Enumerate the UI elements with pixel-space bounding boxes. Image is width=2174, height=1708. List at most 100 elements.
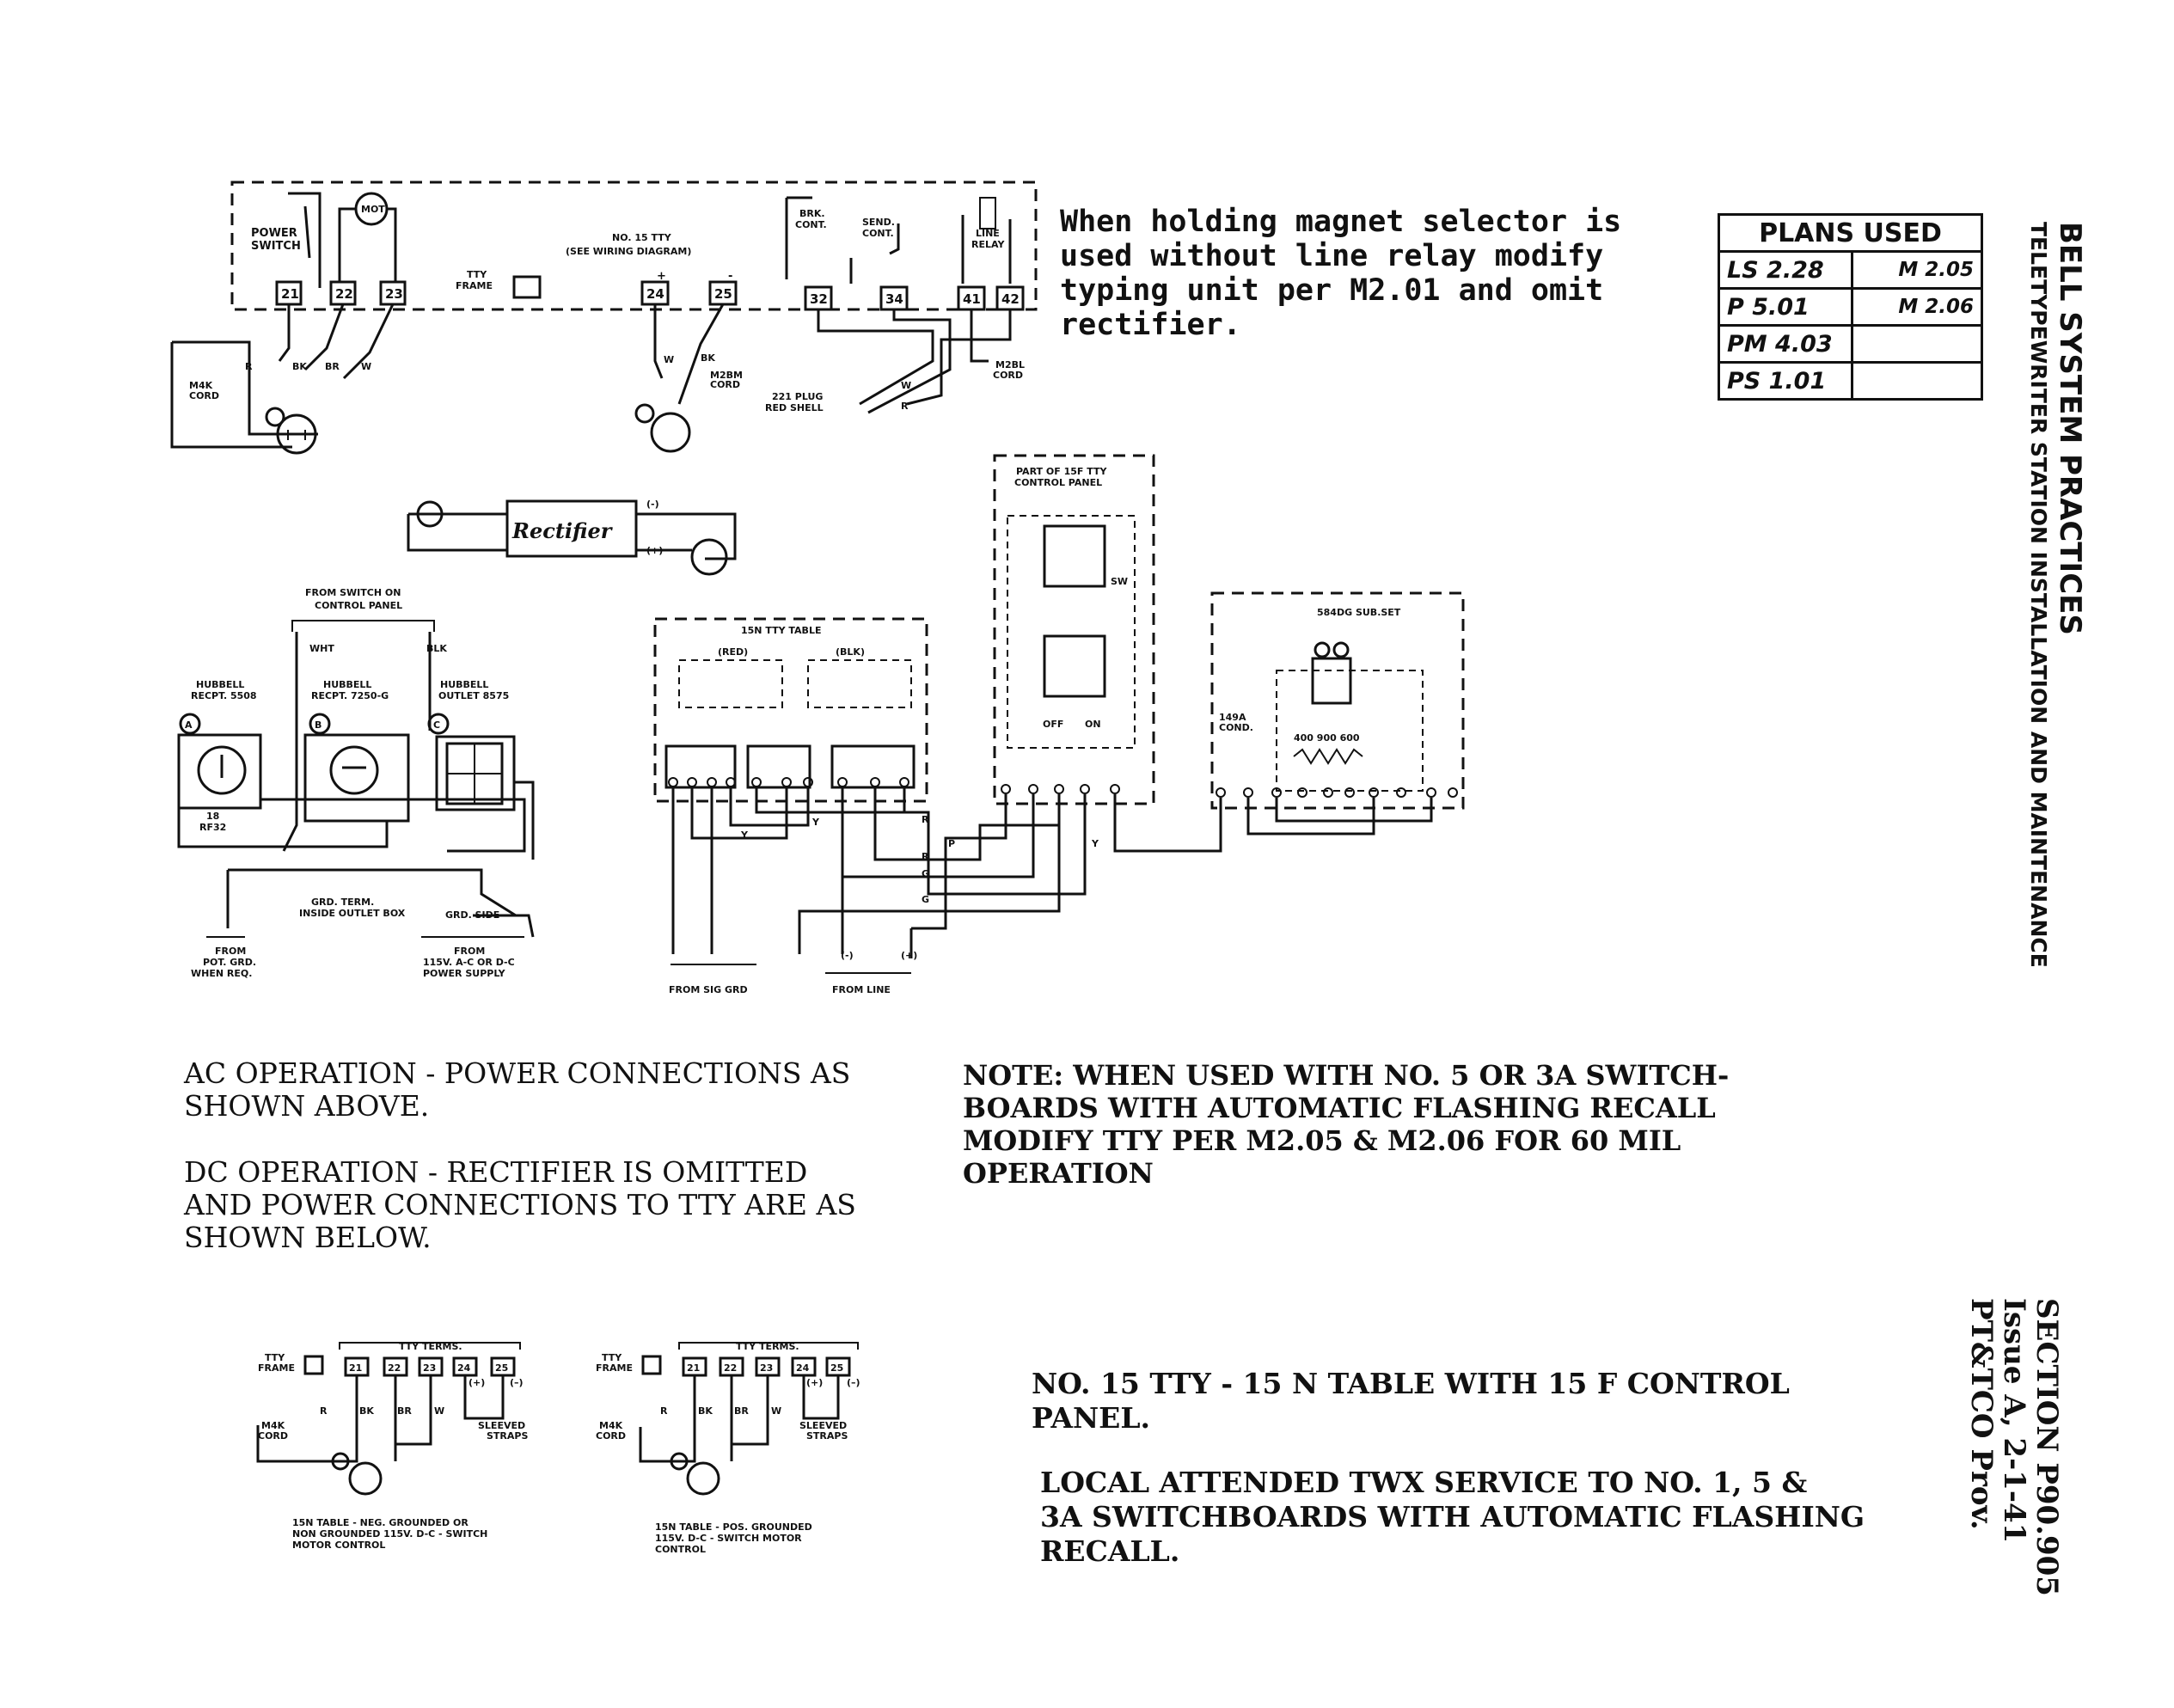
plug-221-label: 221 PLUG RED SHELL (765, 391, 826, 413)
svg-text:(–): (–) (510, 1377, 524, 1388)
wire-g-1: G (922, 868, 929, 879)
terminal-24-plus: + (657, 270, 666, 283)
tty-wiring-diagram: POWER SWITCH MOT 21 22 23 TTY FRAME NO. … (170, 181, 1038, 576)
dc1-plug (348, 1461, 383, 1496)
on-label: ON (1085, 719, 1101, 730)
wire-w-plug-label: W (901, 380, 911, 391)
dc1-terminal-25: 25 (495, 1362, 508, 1374)
dc-operation-note: DC OPERATION - RECTIFIER IS OMITTED AND … (184, 1155, 856, 1254)
no15-tty-note: NO. 15 TTY - 15 N TABLE WITH 15 F CONTRO… (1032, 1367, 1790, 1435)
line-relay-coil (979, 197, 996, 230)
power-switch-label: POWER SWITCH (251, 227, 301, 253)
dc2-m4k-cord: M4K CORD (596, 1420, 626, 1442)
rectifier-minus: (-) (646, 499, 659, 510)
dc1-m4k-cord: M4K CORD (258, 1420, 288, 1442)
terminal-24: 24 (646, 286, 664, 302)
outlet-e-marker (634, 403, 655, 424)
m2bl-cord-label: M2BL CORD (993, 359, 1028, 381)
plan-cell: M 2.05 (1851, 250, 1983, 290)
svg-text:(–): (–) (847, 1377, 860, 1388)
plan-cell: P 5.01 (1718, 287, 1853, 327)
plan-cell (1851, 361, 1983, 401)
blk-key-label: (BLK) (836, 646, 865, 658)
dc1-terminal-21: 21 (349, 1362, 362, 1374)
terminal-23: 23 (385, 286, 403, 302)
table-terminals (668, 777, 909, 787)
from-sig-grd-label: FROM SIG GRD (669, 984, 748, 995)
resistor-values: 400 900 600 (1294, 732, 1360, 744)
rectifier-label: Rectifier (511, 518, 614, 543)
hubbell-c-label: HUBBELL OUTLET 8575 (438, 679, 509, 701)
publisher-title: BELL SYSTEM PRACTICES (2053, 222, 2087, 635)
outlet-b-frame (303, 733, 410, 823)
tty-reference-label: NO. 15 TTY (612, 232, 672, 243)
send-cont-label: SEND. CONT. (862, 217, 898, 239)
outlet-a-letter: A (185, 719, 193, 731)
wire-y-1: Y (740, 830, 749, 841)
plan-cell: LS 2.28 (1718, 250, 1853, 290)
dc2-tty-frame: TTY FRAME (596, 1352, 633, 1374)
wire-r-label: R (245, 361, 253, 372)
dc1-wire-r: R (320, 1405, 328, 1417)
dc-diagram-negative: TTY FRAME TTY TERMS. 21 22 23 24 25 (+) … (256, 1341, 528, 1551)
table-control-diagram: 15N TTY TABLE (RED) (BLK) PART OF 15F TT… (653, 454, 1465, 995)
plan-cell (1851, 324, 1983, 364)
dc1-tty-frame: TTY FRAME (258, 1352, 295, 1374)
from-line-label: FROM LINE (832, 984, 891, 995)
rf32-label: 18 RF32 (199, 811, 226, 833)
dc2-wire-br: BR (734, 1405, 749, 1417)
wire-r-1: R (922, 814, 929, 825)
dc1-terminal-23: 23 (423, 1362, 436, 1374)
outlet-a-frame (177, 733, 262, 810)
control-panel-enclosure (993, 454, 1155, 805)
dc2-terminal-22: 22 (724, 1362, 737, 1374)
subset-label: 584DG SUB.SET (1317, 607, 1401, 618)
line-relay-label: LINE RELAY (971, 228, 1005, 250)
rectifier-input-plug (416, 500, 444, 528)
terminal-42: 42 (1001, 291, 1020, 307)
wire-r-2: R (922, 851, 929, 862)
outlet-c-letter: C (433, 719, 440, 731)
dc1-terminal-22: 22 (388, 1362, 401, 1374)
wire-w-24-label: W (664, 354, 674, 365)
wire-br-label: BR (325, 361, 340, 372)
outlet-b-marker (265, 407, 285, 427)
dc2-plug (686, 1461, 720, 1496)
control-panel-label: PART OF 15F TTY CONTROL PANEL (1014, 466, 1110, 488)
hubbell-a-label: HUBBELL RECPT. 5508 (191, 679, 257, 701)
from-pot-grd-label: FROM POT. GRD. WHEN REQ. (191, 946, 260, 979)
plan-cell: PM 4.03 (1718, 324, 1853, 364)
brk-cont-label: BRK. CONT. (795, 208, 828, 230)
tty-table-enclosure (653, 617, 928, 803)
plan-cell: PS 1.01 (1718, 361, 1853, 401)
dc2-terminal-21: 21 (687, 1362, 700, 1374)
from-power-label: FROM 115V. A-C OR D-C POWER SUPPLY (423, 946, 518, 979)
dc2-wire-w: W (771, 1405, 781, 1417)
plug-b (276, 413, 317, 455)
m4k-cord-label: M4K CORD (189, 380, 219, 401)
tty-frame-terminal (512, 275, 542, 299)
outlets-diagram: FROM SWITCH ON CONTROL PANEL WHT BLK HUB… (177, 587, 535, 979)
plan-cell: M 2.06 (1851, 287, 1983, 327)
red-key-label: (RED) (718, 646, 748, 658)
terminal-21: 21 (281, 286, 299, 302)
dc1-terminal-24: 24 (457, 1362, 471, 1374)
red-key (678, 659, 783, 708)
wire-g-2: G (922, 894, 929, 905)
wire-p: P (948, 838, 955, 849)
plug-e (650, 412, 691, 453)
terminal-22: 22 (335, 286, 353, 302)
dc2-terminal-23: 23 (760, 1362, 773, 1374)
dc2-caption: 15N TABLE - POS. GROUNDED 115V. D-C - SW… (655, 1521, 816, 1555)
terminal-41: 41 (963, 291, 981, 307)
rectifier-box (505, 499, 638, 558)
panel-terminals (1001, 784, 1120, 794)
svg-text:(+): (+) (468, 1377, 485, 1388)
outlet-a-receptacle (197, 745, 247, 795)
line-plus-label: (+) (901, 950, 917, 961)
subset-terminals (1216, 787, 1458, 798)
dc1-wire-bk: BK (359, 1405, 374, 1417)
terminal-32: 32 (810, 291, 828, 307)
wire-bk-25-label: BK (701, 352, 715, 364)
wht-label: WHT (309, 643, 334, 654)
